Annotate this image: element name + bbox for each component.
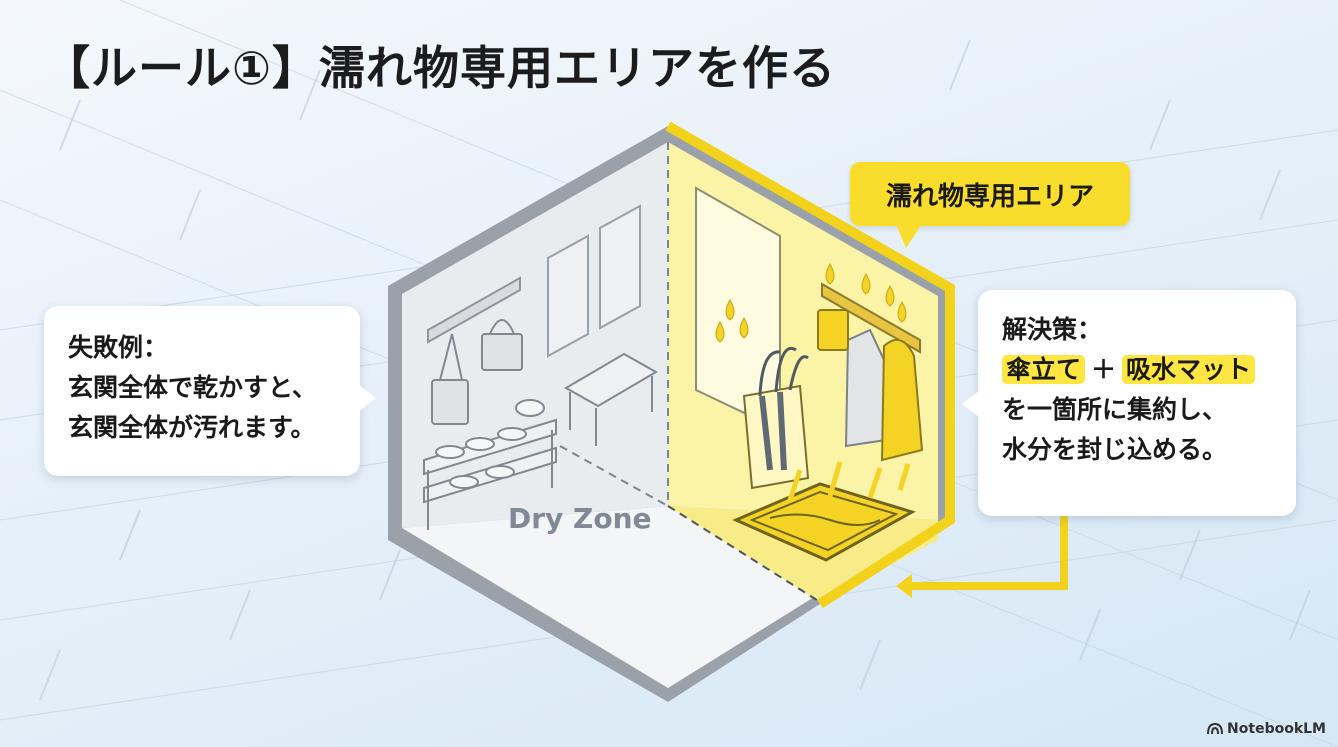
bench-icon — [563, 352, 659, 446]
failure-line-1: 玄関全体で乾かすと、 — [68, 373, 318, 402]
raincoat-icon — [817, 309, 924, 462]
solution-line-2: を一箇所に集約し、 — [1002, 395, 1228, 424]
solution-arrow — [912, 516, 1068, 590]
wet-area-tag: 濡れ物専用エリア — [850, 162, 1130, 248]
hook-rail — [427, 276, 521, 344]
bag-icon — [431, 319, 523, 425]
solution-items: 傘立て＋吸水マット — [1002, 350, 1296, 390]
page-title: 【ルール①】濡れ物専用エリアを作る — [44, 41, 836, 95]
wall-frame-left — [547, 234, 589, 358]
wet-hook-rail — [821, 282, 921, 354]
absorbent-mat-highlight: 吸水マット — [1122, 355, 1256, 384]
brand-label: NotebookLM — [1227, 721, 1326, 737]
failure-heading: 失敗例： — [68, 333, 169, 362]
notebooklm-logo-icon — [1207, 723, 1224, 735]
wall-frame-right — [599, 204, 641, 330]
absorbent-mat-icon — [732, 461, 916, 562]
shoe-rack-icon — [423, 399, 557, 530]
notebooklm-brand: NotebookLM — [1207, 721, 1326, 737]
solution-line-3: 水分を封じ込める。 — [1002, 435, 1228, 464]
failure-line-2: 玄関全体が汚れます。 — [68, 413, 316, 442]
plus-sign: ＋ — [1091, 355, 1117, 384]
solution-callout: 解決策： 傘立て＋吸水マット を一箇所に集約し、 水分を封じ込める。 — [962, 290, 1296, 516]
water-drop-icon — [715, 262, 907, 343]
umbrella-stand-icon — [742, 346, 810, 490]
failure-example-callout: 失敗例： 玄関全体で乾かすと、 玄関全体が汚れます。 — [44, 306, 376, 476]
solution-heading: 解決策： — [1002, 315, 1103, 344]
dry-zone-label: Dry Zone — [508, 502, 652, 535]
umbrella-stand-highlight: 傘立て — [1002, 355, 1086, 384]
